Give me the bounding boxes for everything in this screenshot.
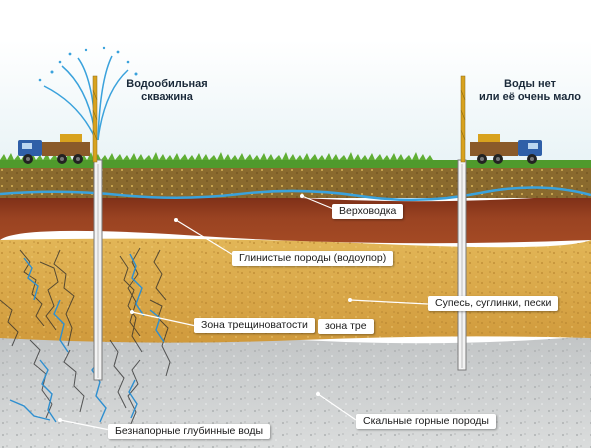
- left-well-caption-line2: скважина: [141, 91, 193, 103]
- grass-blades: [0, 152, 591, 160]
- right-well-caption-line1: Воды нет: [504, 78, 556, 90]
- right-drill-truck: [470, 134, 542, 164]
- water-droplets: [38, 46, 138, 82]
- clay-layer: [0, 193, 591, 244]
- label-sandy-loam: Супесь, суглинки, пески: [428, 296, 559, 311]
- right-drill-rig: [460, 75, 466, 163]
- left-well-caption-line1: Водообильная: [126, 78, 208, 90]
- sandy-loam-texture: [0, 238, 591, 343]
- label-fracture-zone: Зона трещиноватости: [194, 318, 315, 333]
- fracture-network: [0, 247, 171, 427]
- left-drill-rig: [92, 75, 98, 163]
- label-bedrock: Скальные горные породы: [356, 414, 496, 429]
- right-well-caption: Воды нет или её очень мало: [472, 78, 588, 104]
- label-clay: Глинистые породы (водоупор): [232, 251, 394, 266]
- leader-dots: [58, 194, 352, 422]
- left-well-caption: Водообильная скважина: [112, 78, 222, 104]
- label-perched-water: Верховодка: [332, 204, 404, 219]
- left-drill-truck: [18, 134, 90, 164]
- grass: [0, 160, 591, 168]
- leader-lines: [59, 195, 429, 431]
- fracture-water: [9, 253, 165, 423]
- bedrock-texture: [0, 335, 591, 448]
- label-deep-water: Безнапорные глубинные воды: [108, 424, 271, 439]
- label-fracture-zone-fragment: зона тре: [318, 319, 374, 334]
- right-well-caption-line2: или её очень мало: [479, 91, 581, 103]
- perched-water-line: [0, 186, 591, 202]
